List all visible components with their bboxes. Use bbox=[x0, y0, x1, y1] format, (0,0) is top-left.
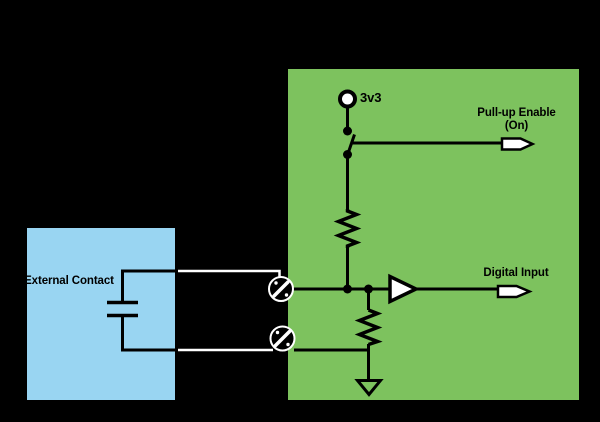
screw-glint bbox=[284, 293, 289, 297]
junction-dot-pulldown bbox=[364, 284, 373, 294]
wire-contact-to-terminal-top bbox=[178, 269, 281, 277]
pullup-enable-label-line2: (On) bbox=[504, 120, 529, 132]
pullup-enable-label: Pull-up Enable (On) bbox=[440, 107, 593, 133]
pullup-resistor-icon bbox=[333, 209, 362, 248]
screw-slot bbox=[272, 280, 290, 298]
pullup-enable-arrow-icon bbox=[500, 137, 536, 151]
supply-terminal-icon bbox=[338, 89, 357, 109]
switch-contact-dot-top bbox=[343, 126, 352, 136]
pullup-enable-label-line1: Pull-up Enable bbox=[477, 107, 556, 119]
external-contact-label: External Contact bbox=[24, 275, 114, 287]
screw-glint bbox=[286, 342, 290, 347]
screw-glint bbox=[274, 281, 278, 285]
switch-contact-dot-bottom bbox=[343, 150, 352, 159]
digital-input-label: Digital Input bbox=[483, 267, 549, 279]
internal-wires bbox=[292, 107, 502, 381]
external-wires bbox=[178, 269, 281, 352]
screw-glint bbox=[275, 330, 280, 335]
screw-terminal-top-icon bbox=[268, 276, 294, 302]
contact-symbol bbox=[107, 269, 178, 352]
ground-icon bbox=[354, 379, 384, 397]
screw-slot bbox=[273, 329, 292, 348]
signal-arrows bbox=[496, 137, 536, 299]
supply-voltage-label: 3v3 bbox=[360, 90, 382, 105]
buffer-icon bbox=[388, 273, 421, 305]
screw-terminal-bottom-icon bbox=[269, 325, 296, 352]
internal-circuit-box bbox=[285, 66, 582, 403]
pulldown-resistor-icon bbox=[354, 308, 383, 347]
junction-dot-pullup bbox=[343, 284, 352, 294]
digital-input-arrow-icon bbox=[496, 284, 533, 299]
external-contact-box bbox=[24, 225, 178, 403]
junction-dots bbox=[343, 126, 373, 294]
